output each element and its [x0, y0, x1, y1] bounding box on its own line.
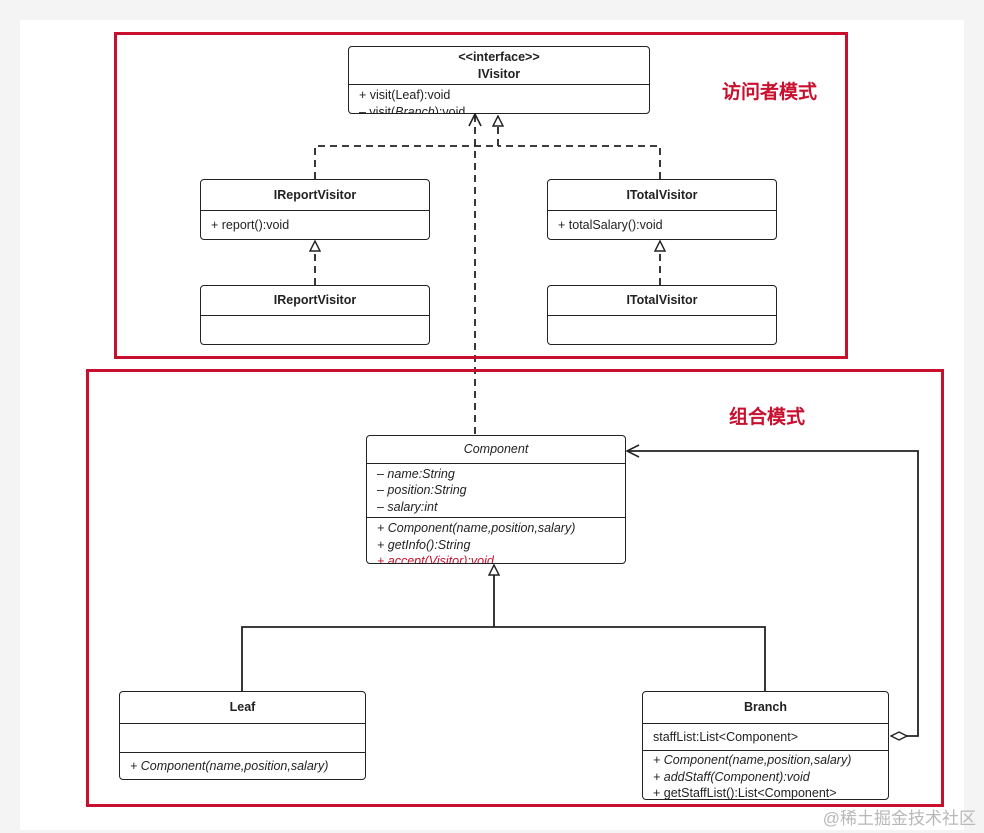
composite-pattern-title: 组合模式	[729, 407, 806, 428]
class-name: IReportVisitor	[273, 188, 357, 202]
class-leaf: Leaf + Component(name,position,salary)	[119, 691, 366, 780]
class-name: IVisitor	[477, 66, 521, 81]
attribute: – salary:int	[377, 499, 438, 514]
class-name: ITotalVisitor	[626, 188, 698, 202]
class-ireport-visitor-impl: IReportVisitor	[200, 285, 430, 345]
class-name: Leaf	[229, 700, 256, 714]
empty-section	[201, 314, 429, 345]
method: + totalSalary():void	[558, 217, 663, 232]
class-itotal-visitor-impl: ITotalVisitor	[547, 285, 777, 345]
method-suffix: ):void	[419, 88, 451, 102]
realization-ireport-to-ivisitor	[314, 116, 498, 179]
class-ireport-visitor-interface: IReportVisitor + report():void	[200, 179, 430, 240]
stereotype: <<interface>>	[458, 50, 540, 64]
class-name: Component	[463, 442, 529, 456]
composite-pattern-frame	[86, 369, 944, 807]
class-header: Leaf	[120, 692, 365, 723]
method-accept: + accept(Visitor):void	[377, 554, 494, 564]
method-param: Branch	[395, 104, 435, 114]
method-list: + Component(name,position,salary) + addS…	[643, 750, 888, 800]
class-name: ITotalVisitor	[626, 293, 698, 307]
method: + getStaffList():List<Component>	[653, 786, 837, 800]
attribute-list: staffList:List<Component>	[643, 722, 888, 751]
method-prefix: + visit(	[359, 88, 396, 102]
class-component: Component – name:String – position:Strin…	[366, 435, 626, 564]
method-list: + Component(name,position,salary)	[120, 751, 365, 777]
attribute: staffList:List<Component>	[653, 729, 798, 744]
method: + Component(name,position,salary)	[377, 521, 576, 535]
method: + getInfo():String	[377, 537, 471, 552]
class-name: IReportVisitor	[273, 293, 357, 307]
class-header: ITotalVisitor	[548, 286, 776, 315]
method-list: + totalSalary():void	[548, 209, 776, 236]
visitor-pattern-title: 访问者模式	[722, 82, 818, 103]
method: + Component(name,position,salary)	[130, 758, 329, 773]
empty-section	[120, 722, 365, 752]
class-header: IReportVisitor	[201, 286, 429, 315]
method-list: + report():void	[201, 209, 429, 236]
method: + Component(name,position,salary)	[653, 753, 852, 767]
method-param: Leaf	[395, 88, 420, 102]
watermark-text: @稀土掘金技术社区	[822, 809, 976, 828]
attribute-list: – name:String – position:String – salary…	[367, 462, 625, 518]
method-list: + Component(name,position,salary) + getI…	[367, 517, 625, 564]
method: + visit(Leaf):void	[359, 87, 639, 104]
class-header: <<interface>> IVisitor	[349, 47, 649, 84]
empty-section	[548, 314, 776, 345]
method-list: + visit(Leaf):void – visit(Branch):void	[349, 84, 649, 114]
class-header: Component	[367, 436, 625, 463]
class-header: ITotalVisitor	[548, 180, 776, 210]
class-ivisitor: <<interface>> IVisitor + visit(Leaf):voi…	[348, 46, 650, 114]
method: + addStaff(Component):void	[653, 769, 810, 784]
method-suffix: ):void	[434, 104, 466, 114]
method: – visit(Branch):void	[359, 104, 639, 114]
class-itotal-visitor-interface: ITotalVisitor + totalSalary():void	[547, 179, 777, 240]
aggregation-branch-to-component	[627, 451, 919, 736]
class-header: IReportVisitor	[201, 180, 429, 210]
class-branch: Branch staffList:List<Component> + Compo…	[642, 691, 889, 800]
class-header: Branch	[643, 692, 888, 723]
method: + report():void	[211, 217, 290, 232]
attribute: – name:String	[377, 466, 455, 481]
method-prefix: – visit(	[359, 104, 396, 114]
attribute: – position:String	[377, 483, 467, 497]
class-name: Branch	[743, 700, 788, 714]
visitor-pattern-frame	[114, 32, 848, 359]
